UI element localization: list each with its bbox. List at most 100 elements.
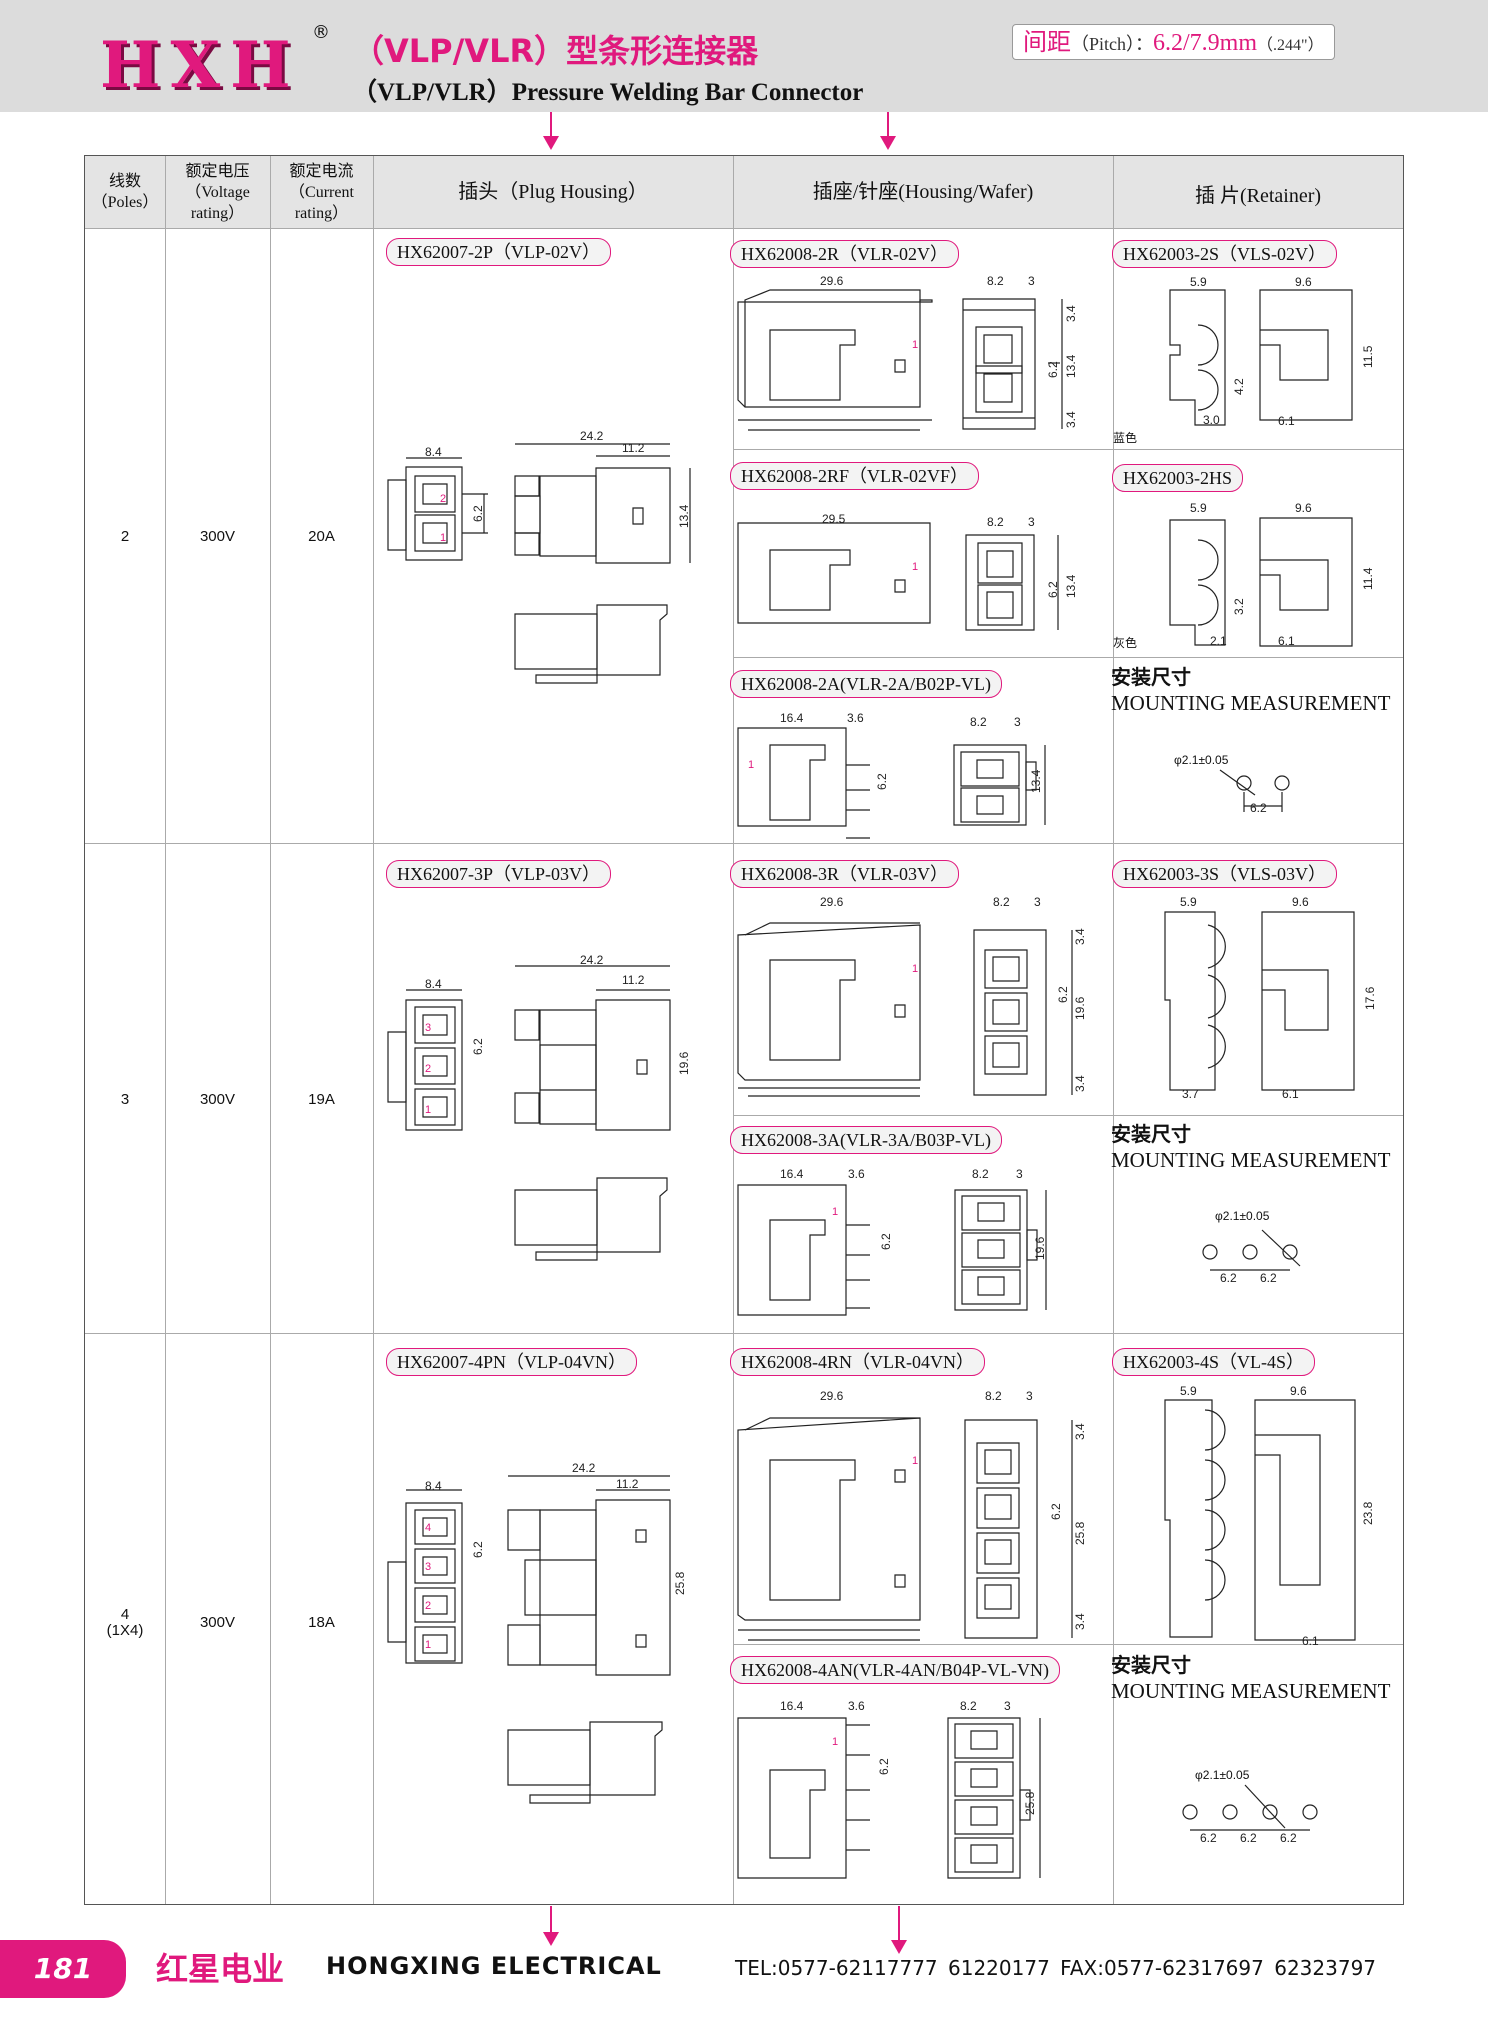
grid-line — [165, 156, 166, 1904]
dimension-label: 6.2 — [1280, 1831, 1297, 1845]
dimension-label: 6.2 — [1049, 1503, 1063, 1520]
retainer-2s-front — [1170, 290, 1225, 425]
header-poles-en: （Poles） — [91, 194, 159, 211]
title-english: （VLP/VLR）Pressure Welding Bar Connector — [352, 79, 864, 106]
header-voltage-en1: （Voltage — [185, 183, 250, 201]
wafer-3a-side-view — [738, 1185, 870, 1315]
dimension-label: 8.2 — [987, 515, 1004, 529]
dimension-label: 8.2 — [972, 1167, 989, 1181]
dimension-label: 9.6 — [1290, 1384, 1307, 1398]
row-1-voltage: 300V — [199, 528, 236, 545]
plug-4p-front-view — [388, 1490, 462, 1663]
dimension-label: 6.2 — [877, 1758, 891, 1775]
dimension-label: 8.4 — [425, 1479, 442, 1493]
pin-label: 4 — [425, 1522, 431, 1534]
dimension-label: 3 — [1014, 715, 1021, 729]
retainer-3s-front — [1165, 912, 1225, 1090]
pin-label: 2 — [425, 1063, 431, 1075]
dimension-label: 16.4 — [780, 711, 804, 725]
pin-label: 1 — [440, 532, 446, 544]
dimension-label: 3.4 — [1073, 1075, 1087, 1092]
housing-2r-side-view — [738, 290, 932, 430]
part-tag: HX62003-2HS — [1112, 464, 1244, 492]
dimension-label: 24.2 — [580, 953, 604, 967]
dimension-label: 6.2 — [1250, 801, 1267, 815]
dimension-label: 3 — [1016, 1167, 1023, 1181]
grid-line — [373, 156, 374, 1904]
dimension-label: 3.4 — [1073, 928, 1087, 945]
header-current: 额定电流 （Current rating） — [270, 156, 373, 228]
dimension-label: 3.4 — [1073, 1613, 1087, 1630]
dimension-label: 24.2 — [580, 429, 604, 443]
dimension-label: 11.2 — [616, 1477, 639, 1491]
mounting-title: 安装尺寸 MOUNTING MEASUREMENT — [1111, 1652, 1390, 1704]
dimension-label: 2.1 — [1210, 634, 1227, 648]
dimension-label: 8.2 — [993, 895, 1010, 909]
header-current-en2: rating） — [294, 204, 349, 222]
dimension-label: 3 — [1034, 895, 1041, 909]
part-tag: HX62008-3R（VLR-03V） — [730, 860, 959, 888]
dimension-label: 3.6 — [847, 711, 864, 725]
wafer-4an-side-view — [738, 1718, 870, 1878]
grid-line — [270, 156, 271, 1904]
row-3-poles-sub: (1X4) — [106, 1622, 144, 1639]
dimension-label: 19.6 — [1073, 996, 1087, 1020]
dimension-label: 11.2 — [622, 441, 645, 455]
dimension-label: 6.2 — [471, 1541, 485, 1558]
title-chinese: （VLP/VLR）型条形连接器 — [352, 32, 759, 70]
housing-2rf-side-view — [738, 523, 930, 623]
mounting-holes-2p — [1220, 770, 1289, 812]
pin-label: 1 — [912, 963, 918, 975]
brand-logo: HXH — [100, 28, 301, 103]
dimension-label: 6.2 — [875, 773, 889, 790]
arrow-down-icon — [891, 1906, 907, 1954]
housing-4rn-end-view — [965, 1420, 1072, 1638]
dimension-label: 13.4 — [1029, 769, 1043, 793]
hole-spec: φ2.1±0.05 — [1174, 753, 1229, 767]
mounting-holes-3p — [1203, 1230, 1300, 1270]
housing-4rn-side-view — [738, 1418, 920, 1640]
housing-3r-side-view — [738, 923, 920, 1096]
part-tag: HX62008-4AN(VLR-4AN/B04P-VL-VN) — [730, 1656, 1060, 1684]
pin-label: 2 — [440, 493, 446, 505]
contact-info: TEL:0577-62117777 61220177 FAX:0577-6231… — [735, 1956, 1377, 1980]
plug-2p-top-view — [515, 605, 667, 683]
wafer-3a-end-view — [955, 1190, 1046, 1310]
header-current-en1: （Current — [289, 183, 354, 201]
row-1-poles: 2 — [120, 528, 130, 545]
dimension-label: 6.1 — [1302, 1634, 1319, 1648]
row-3-poles: 4 — [120, 1606, 130, 1623]
housing-3r-end-view — [974, 930, 1072, 1095]
pin-label: 1 — [425, 1104, 431, 1116]
dimension-label: 13.4 — [1064, 574, 1078, 598]
grid-line — [733, 657, 1403, 658]
arrow-down-icon — [880, 112, 896, 150]
mounting-title-cn: 安装尺寸 — [1111, 1653, 1191, 1677]
part-tag: HX62008-3A(VLR-3A/B03P-VL) — [730, 1126, 1002, 1154]
dimension-label: 6.1 — [1278, 414, 1295, 428]
dimension-label: 3.2 — [1232, 598, 1246, 615]
plug-2p-front-view — [388, 458, 488, 560]
row-2-poles: 3 — [120, 1091, 130, 1108]
dimension-label: 6.1 — [1282, 1087, 1299, 1101]
dimension-label: 6.2 — [1046, 581, 1060, 598]
retainer-2s-side — [1260, 290, 1352, 420]
dimension-label: 8.2 — [987, 274, 1004, 288]
dimension-label: 3 — [1026, 1389, 1033, 1403]
pitch-inch: （.244"） — [1257, 37, 1324, 54]
dimension-label: 3 — [1028, 274, 1035, 288]
dimension-label: 3.6 — [848, 1699, 865, 1713]
wafer-2a-side-view — [738, 728, 870, 838]
header-poles: 线数（Poles） — [85, 156, 165, 228]
part-tag: HX62008-2R（VLR-02V） — [730, 240, 959, 268]
plug-3p-side-view — [515, 966, 670, 1130]
header-current-cn: 额定电流 — [289, 162, 354, 180]
dimension-label: 16.4 — [780, 1167, 804, 1181]
grid-line — [733, 1644, 1403, 1645]
dimension-label: 6.2 — [471, 505, 485, 522]
header-housing: 插座/针座(Housing/Wafer) — [733, 156, 1113, 228]
pin-label: 3 — [425, 1022, 431, 1034]
grid-line — [733, 156, 734, 1904]
dimension-label: 3.7 — [1182, 1087, 1199, 1101]
dimension-label: 29.5 — [822, 512, 846, 526]
